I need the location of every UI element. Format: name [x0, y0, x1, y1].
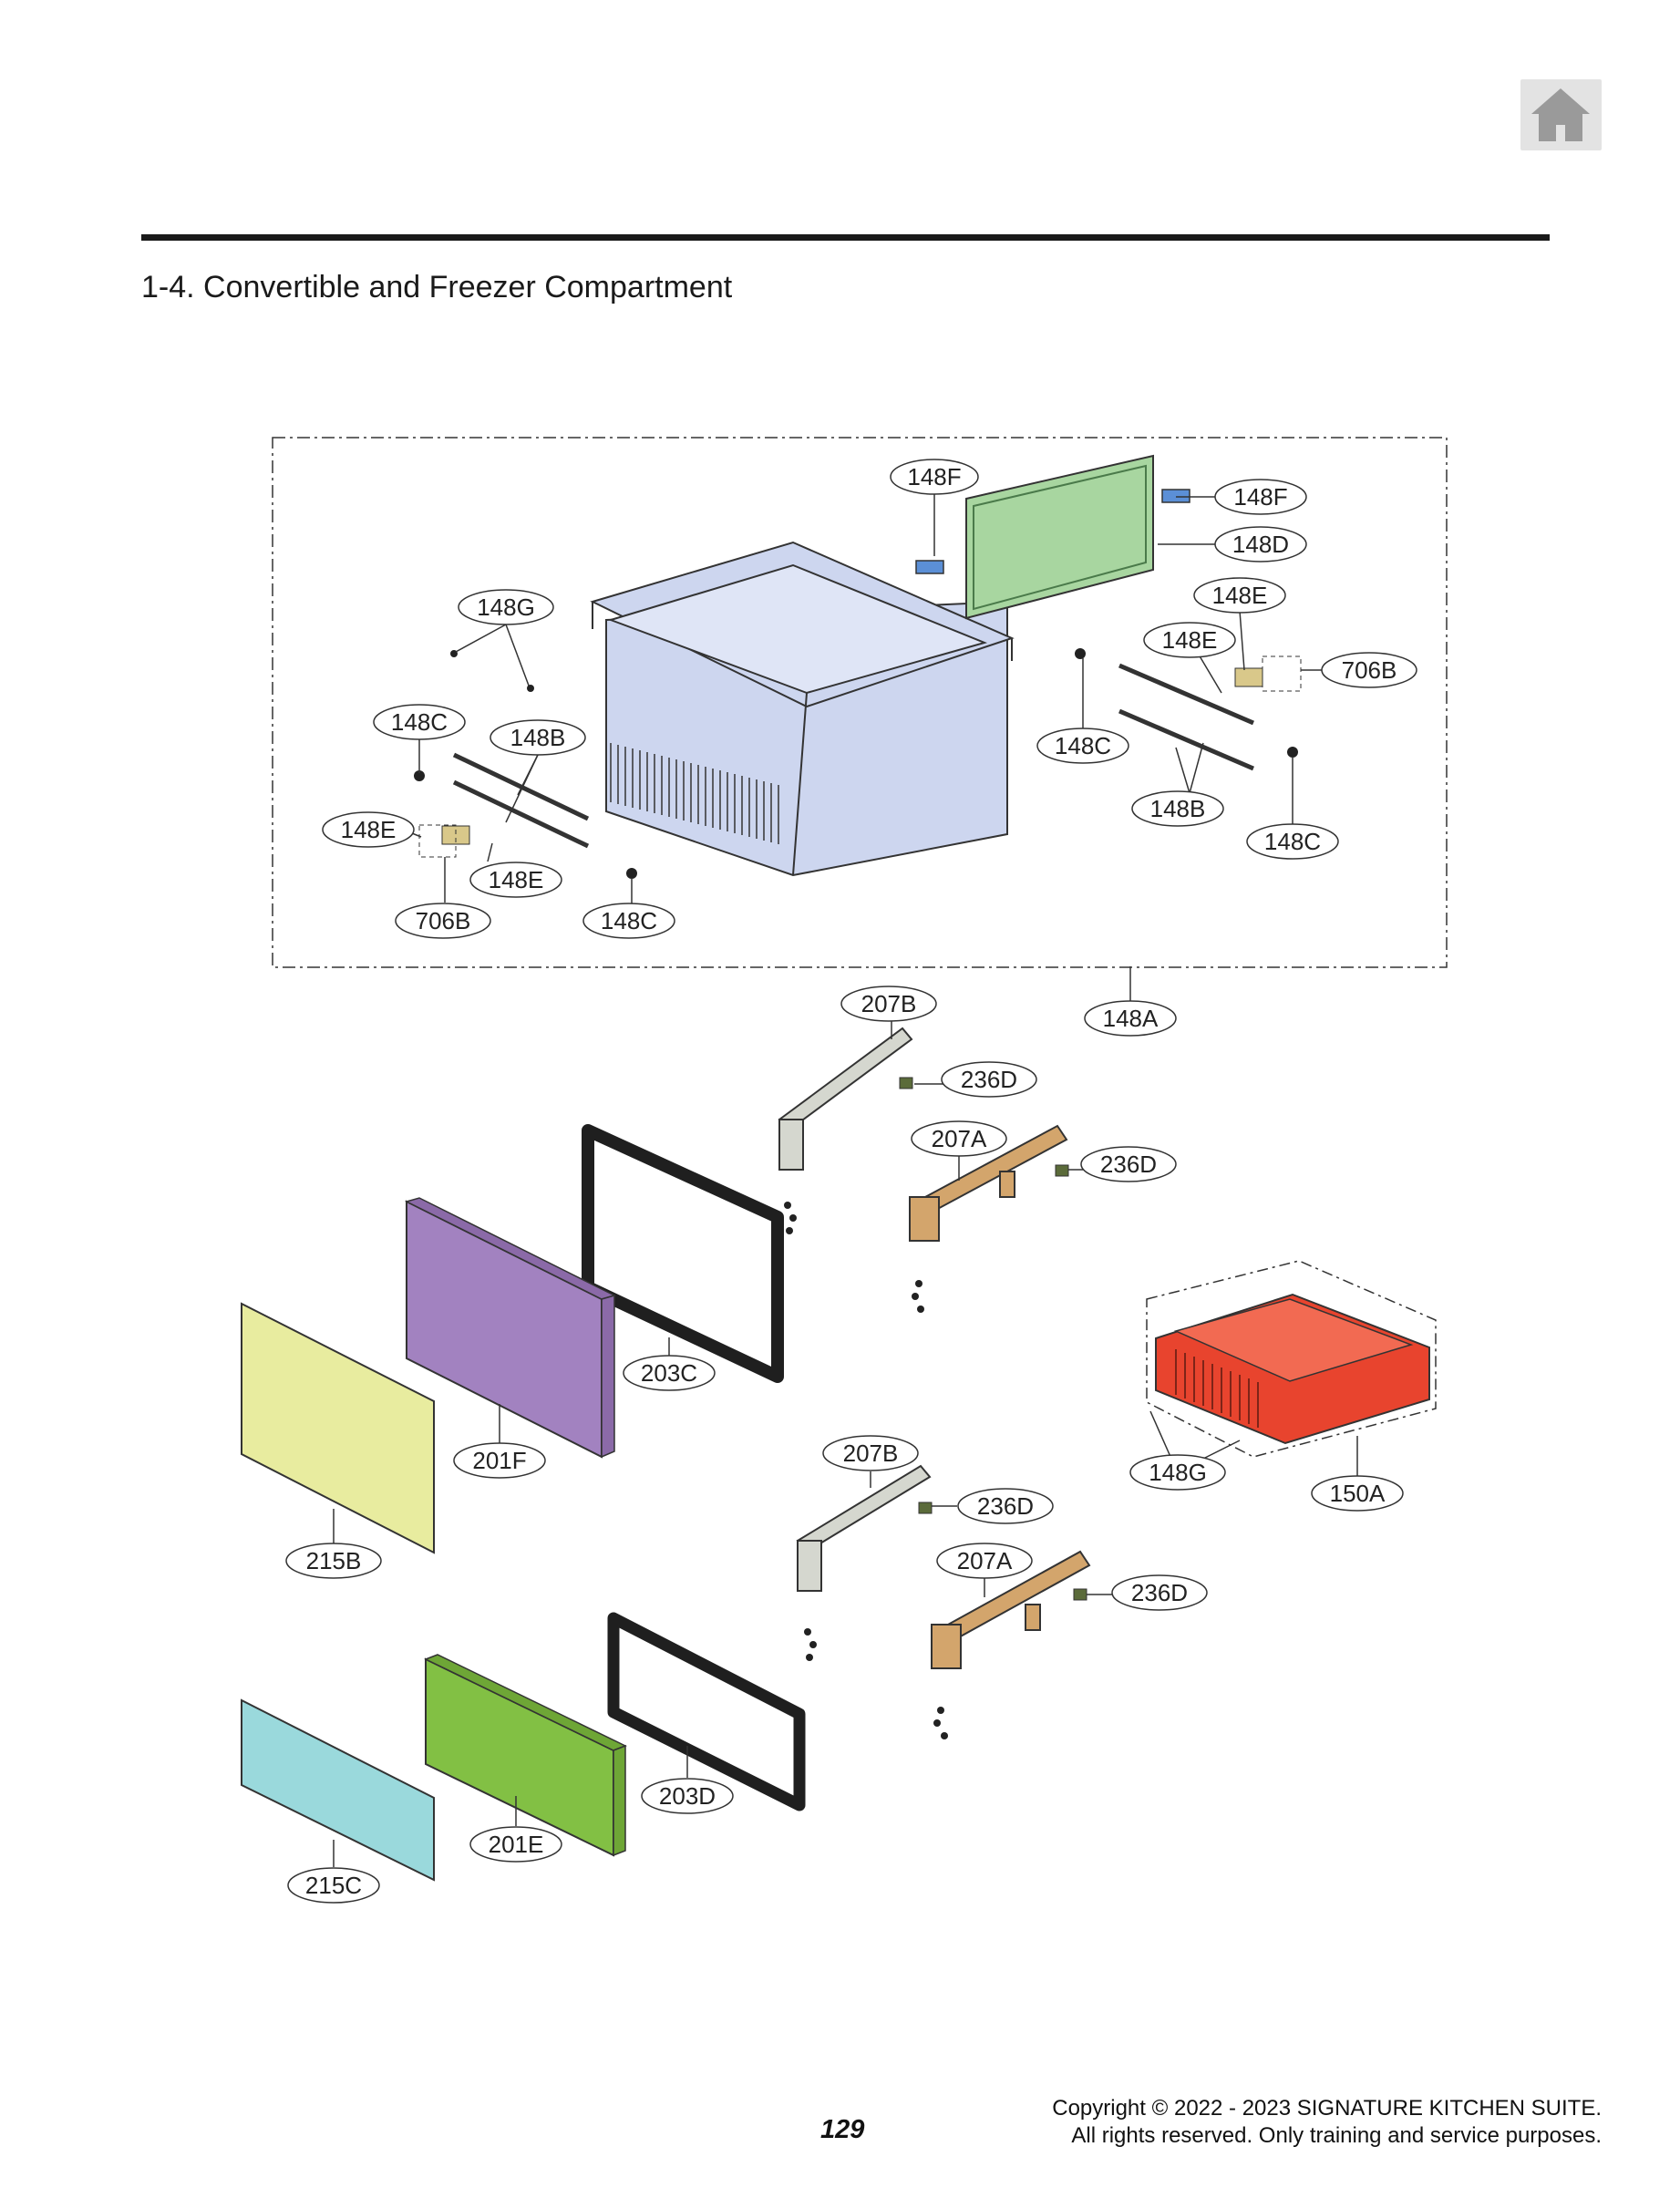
- home-button[interactable]: [1520, 79, 1602, 150]
- svg-text:148C: 148C: [1264, 828, 1321, 855]
- rail-207a-upper: [909, 1124, 1069, 1242]
- svg-text:148E: 148E: [341, 816, 397, 843]
- callout-236d-c: 236D: [957, 1488, 1054, 1524]
- svg-text:148E: 148E: [1212, 582, 1268, 609]
- svg-text:201F: 201F: [472, 1447, 526, 1474]
- header-rule: [141, 234, 1550, 241]
- rail-screws: [784, 1202, 948, 1739]
- callout-148a: 148A: [1084, 1000, 1177, 1037]
- gasket-203c: [582, 1124, 784, 1383]
- callout-148e-d: 148E: [469, 862, 562, 898]
- crisper-bin: [590, 541, 1015, 877]
- callout-148f-a: 148F: [890, 459, 979, 495]
- screw-group-706b-right: [1262, 655, 1302, 692]
- svg-text:203D: 203D: [659, 1782, 716, 1810]
- svg-text:706B: 706B: [416, 907, 471, 934]
- svg-text:148E: 148E: [489, 866, 544, 893]
- svg-text:148B: 148B: [510, 724, 566, 751]
- section-title: 1-4. Convertible and Freezer Compartment: [141, 270, 733, 304]
- svg-text:148C: 148C: [601, 907, 657, 934]
- callout-706b-b: 706B: [395, 903, 491, 939]
- svg-text:207A: 207A: [932, 1125, 987, 1152]
- small-clips: [414, 648, 1298, 879]
- callout-215c: 215C: [287, 1867, 380, 1904]
- callout-236d-a: 236D: [941, 1061, 1037, 1098]
- svg-text:236D: 236D: [1131, 1579, 1188, 1606]
- svg-text:148B: 148B: [1150, 795, 1206, 822]
- callout-201f: 201F: [453, 1442, 546, 1479]
- callout-148f-b: 148F: [1214, 479, 1307, 515]
- callout-207a-a: 207A: [911, 1120, 1007, 1157]
- svg-text:148G: 148G: [1149, 1459, 1207, 1486]
- callout-148e-c: 148E: [322, 811, 415, 848]
- svg-text:148F: 148F: [1233, 483, 1287, 511]
- glass-panel-215b: [241, 1302, 435, 1554]
- rail-207b-lower: [796, 1464, 933, 1592]
- svg-text:236D: 236D: [961, 1066, 1017, 1093]
- assembly-148a-boundary: [272, 437, 1448, 968]
- rail-207b-upper: [778, 1027, 913, 1171]
- drawer-bin-150a: [1146, 1260, 1437, 1458]
- callout-150a: 150A: [1311, 1475, 1404, 1512]
- svg-text:215C: 215C: [305, 1872, 362, 1899]
- callout-215b: 215B: [285, 1543, 382, 1579]
- screw-group-706b-left: [418, 824, 457, 858]
- svg-text:706B: 706B: [1342, 656, 1397, 684]
- svg-text:207B: 207B: [843, 1440, 899, 1467]
- callout-236d-b: 236D: [1080, 1146, 1177, 1182]
- svg-text:236D: 236D: [977, 1492, 1034, 1520]
- divider-panel: [915, 454, 1190, 620]
- svg-text:148D: 148D: [1232, 531, 1289, 558]
- callout-148g-b: 148G: [1129, 1454, 1226, 1491]
- copyright-line-2: All rights reserved. Only training and s…: [1071, 2123, 1602, 2148]
- copyright-line-1: Copyright © 2022 - 2023 SIGNATURE KITCHE…: [1052, 2096, 1602, 2121]
- callout-148c-d: 148C: [582, 903, 675, 939]
- callout-148d: 148D: [1214, 526, 1307, 562]
- callout-148b-a: 148B: [490, 719, 586, 756]
- callout-207b-a: 207B: [840, 986, 937, 1022]
- rail-207a-lower: [931, 1550, 1091, 1669]
- svg-text:207A: 207A: [957, 1547, 1013, 1574]
- callout-148b-b: 148B: [1131, 790, 1224, 827]
- svg-text:215B: 215B: [306, 1547, 362, 1574]
- svg-text:148A: 148A: [1103, 1005, 1159, 1032]
- callout-148c-a: 148C: [373, 704, 466, 740]
- gasket-203d: [607, 1612, 806, 1811]
- svg-text:236D: 236D: [1100, 1151, 1157, 1178]
- callout-203c: 203C: [623, 1355, 716, 1391]
- callout-148c-c: 148C: [1246, 823, 1339, 860]
- callout-706b-a: 706B: [1321, 652, 1417, 688]
- callout-148c-b: 148C: [1036, 728, 1129, 764]
- panel-201f: [404, 1197, 617, 1459]
- svg-text:148F: 148F: [907, 463, 961, 490]
- callout-207a-b: 207A: [936, 1543, 1033, 1579]
- svg-text:150A: 150A: [1330, 1480, 1386, 1507]
- svg-text:201E: 201E: [489, 1831, 544, 1858]
- copyright-notice: Copyright © 2022 - 2023 SIGNATURE KITCHE…: [1052, 2095, 1602, 2150]
- leader-lines: [333, 492, 1358, 1867]
- panel-201e: [424, 1654, 627, 1857]
- callout-148e-b: 148E: [1143, 622, 1236, 658]
- callout-148e-a: 148E: [1193, 577, 1286, 614]
- glass-panel-215c: [241, 1698, 435, 1882]
- callout-236d-d: 236D: [1111, 1574, 1208, 1611]
- svg-text:207B: 207B: [861, 990, 917, 1017]
- home-icon: [1531, 88, 1590, 141]
- callout-148g-a: 148G: [458, 589, 554, 625]
- svg-text:203C: 203C: [641, 1359, 697, 1387]
- callout-201e: 201E: [469, 1826, 562, 1863]
- svg-text:148E: 148E: [1162, 626, 1218, 654]
- page-number: 129: [820, 2115, 865, 2144]
- callout-203d: 203D: [641, 1778, 734, 1814]
- crisper-rails: [452, 663, 1254, 849]
- svg-text:148C: 148C: [1055, 732, 1111, 759]
- svg-text:148G: 148G: [477, 593, 535, 621]
- callout-207b-b: 207B: [822, 1435, 919, 1471]
- svg-text:148C: 148C: [391, 708, 448, 736]
